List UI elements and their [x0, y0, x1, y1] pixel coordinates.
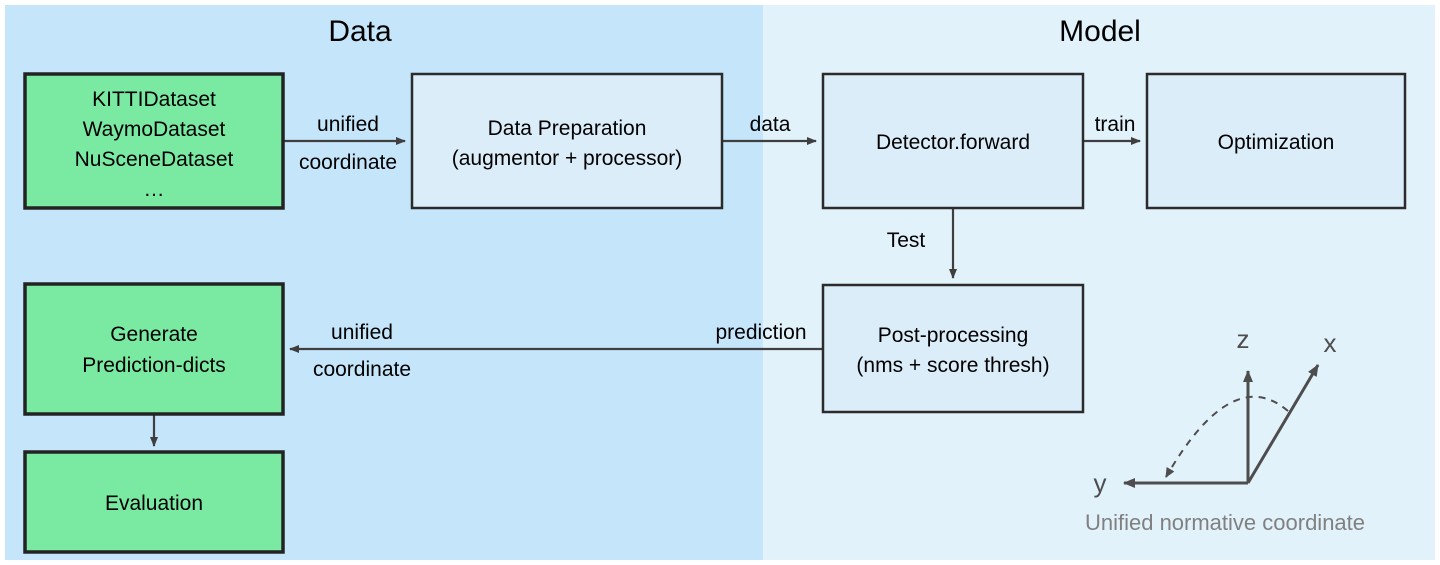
edge-label-prediction: prediction: [715, 321, 806, 344]
edge-label-unified: unified: [317, 113, 379, 136]
coordinate-label-z: z: [1237, 324, 1250, 354]
coordinate-label-x: x: [1324, 328, 1337, 358]
coordinate-caption: Unified normative coordinate: [1085, 510, 1365, 535]
coordinate-widget: z x y Unified normative coordinate: [1085, 324, 1365, 535]
coordinate-axis-x: [1246, 364, 1320, 484]
node-datasets[interactable]: KITTIDataset WaymoDataset NuSceneDataset…: [23, 72, 285, 210]
node-generate-prediction-dicts-line-2: Prediction-dicts: [82, 354, 226, 377]
node-datasets-line-2: WaymoDataset: [83, 118, 226, 141]
node-generate-prediction-dicts[interactable]: Generate Prediction-dicts: [23, 282, 285, 416]
node-post-processing-box[interactable]: [821, 283, 1085, 414]
node-post-processing[interactable]: Post-processing (nms + score thresh): [821, 283, 1085, 414]
coordinate-label-y: y: [1094, 468, 1107, 498]
node-datasets-box[interactable]: [23, 72, 285, 210]
band-title-data: Data: [328, 15, 392, 48]
edge-label-unified-2: unified: [331, 321, 393, 344]
node-evaluation[interactable]: Evaluation: [23, 450, 285, 554]
node-detector-forward-line-1: Detector.forward: [876, 131, 1030, 154]
node-optimization[interactable]: Optimization: [1145, 72, 1407, 210]
edge-label-train: train: [1095, 113, 1136, 136]
band-title-model: Model: [1059, 15, 1141, 48]
node-evaluation-box[interactable]: [23, 450, 285, 554]
node-datasets-line-1: KITTIDataset: [92, 88, 216, 111]
node-detector-forward-box[interactable]: [821, 72, 1085, 210]
node-data-preparation-line-1: Data Preparation: [488, 117, 647, 140]
edge-label-coordinate: coordinate: [299, 151, 397, 174]
node-data-preparation[interactable]: Data Preparation (augmentor + processor): [410, 72, 724, 210]
edge-label-data: data: [750, 113, 791, 136]
node-post-processing-line-1: Post-processing: [878, 324, 1029, 347]
node-datasets-line-4: …: [144, 178, 165, 201]
node-generate-prediction-dicts-line-1: Generate: [110, 323, 198, 346]
node-detector-forward[interactable]: Detector.forward: [821, 72, 1085, 210]
node-generate-prediction-dicts-box[interactable]: [23, 282, 285, 416]
node-optimization-line-1: Optimization: [1218, 131, 1335, 154]
edge-label-coordinate-2: coordinate: [313, 358, 411, 381]
node-optimization-box[interactable]: [1145, 72, 1407, 210]
edge-label-test: Test: [887, 229, 926, 252]
node-data-preparation-box[interactable]: [410, 72, 724, 210]
node-post-processing-line-2: (nms + score thresh): [856, 354, 1049, 377]
node-data-preparation-line-2: (augmentor + processor): [452, 147, 683, 170]
coordinate-rotation-arc: [1165, 395, 1289, 478]
node-datasets-line-3: NuSceneDataset: [75, 148, 234, 171]
node-evaluation-line-1: Evaluation: [105, 492, 203, 515]
